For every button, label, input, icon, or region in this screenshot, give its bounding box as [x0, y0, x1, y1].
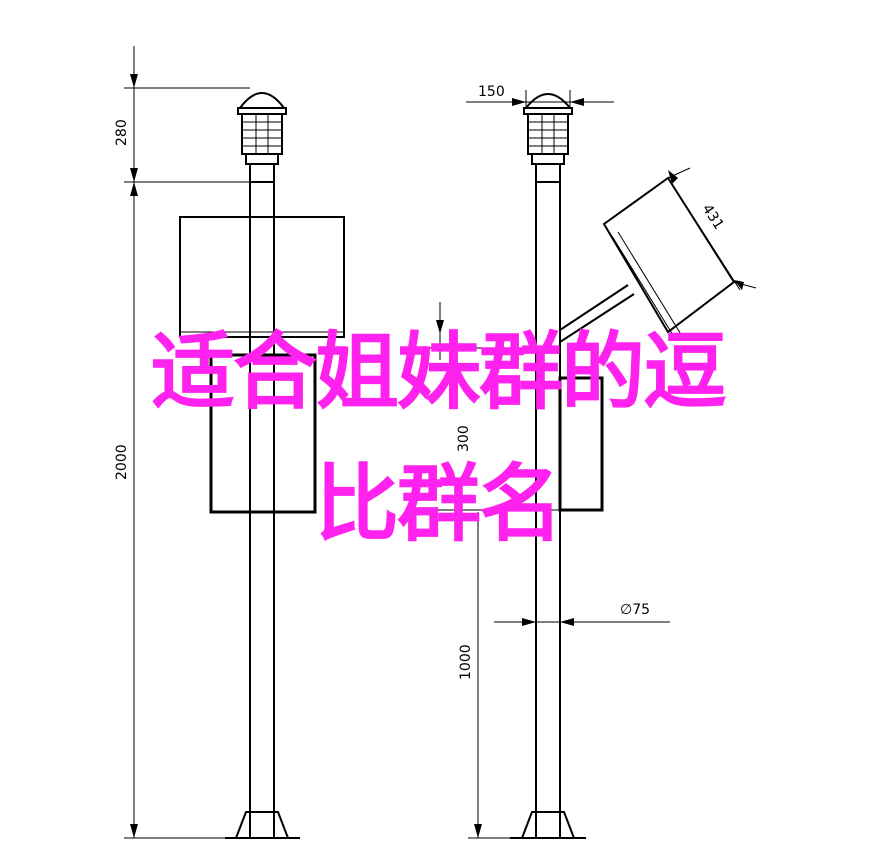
left-top-height-label: 280 — [114, 119, 130, 146]
right-panel-arm — [559, 284, 629, 331]
right-base — [520, 811, 576, 839]
left-solar-panel — [179, 216, 345, 338]
left-dimensions: 280 2000 — [114, 46, 250, 839]
left-sensor-dome — [238, 92, 286, 109]
overlay-title-line2: 比群名 — [314, 455, 563, 553]
right-sensor-shield — [527, 113, 569, 155]
left-control-box — [209, 353, 317, 514]
right-control-box — [558, 376, 604, 512]
overlay-title-line1: 适合姐妹群的逗 — [150, 323, 727, 421]
box-height-label: 300 — [456, 425, 472, 452]
left-sensor-shield — [241, 113, 283, 155]
right-sensor-dome — [523, 93, 573, 109]
left-total-height-label: 2000 — [114, 444, 130, 480]
right-lower-height-label: 1000 — [458, 644, 474, 680]
right-top-width-label: 150 — [478, 84, 505, 100]
panel-width-label: 431 — [699, 201, 727, 232]
left-station — [179, 92, 345, 839]
pole-diameter-label: ∅75 — [620, 602, 650, 618]
left-base — [234, 811, 290, 839]
